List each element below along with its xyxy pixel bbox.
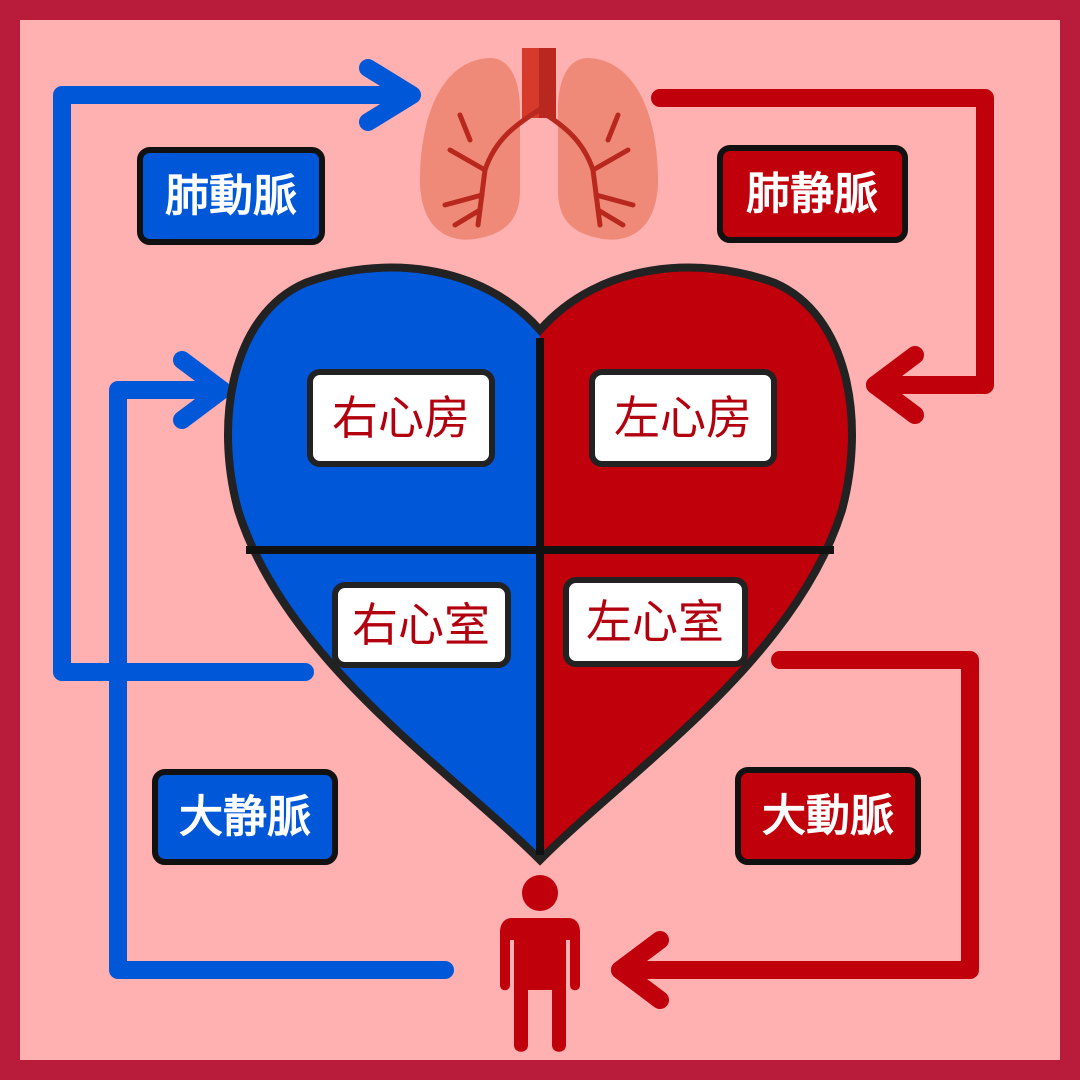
- left-atrium-text: 左心房: [614, 391, 752, 445]
- right-atrium-text: 右心房: [332, 391, 470, 445]
- arrowhead-to-body: [611, 931, 669, 1009]
- label-left-atrium: 左心房: [589, 369, 777, 467]
- label-aorta: 大動脈: [735, 767, 921, 865]
- label-vena-cava: 大静脈: [152, 769, 338, 865]
- aorta-arrow: [611, 651, 979, 979]
- left-ventricle-text: 左心室: [586, 595, 724, 649]
- label-right-atrium: 右心房: [307, 369, 495, 467]
- pulmonary-artery-text: 肺動脈: [165, 171, 297, 222]
- vena-cava-text: 大静脈: [179, 792, 311, 843]
- vena-cava-arrow: [109, 381, 454, 979]
- aorta-text: 大動脈: [762, 791, 894, 842]
- heart: [228, 268, 852, 860]
- arrowhead-to-lungs: [359, 59, 421, 131]
- label-left-ventricle: 左心室: [563, 577, 748, 667]
- person-icon: [500, 875, 580, 1052]
- label-pulmonary-vein: 肺静脈: [717, 145, 908, 243]
- arrowhead-to-right-atrium: [173, 351, 231, 429]
- label-pulmonary-artery: 肺動脈: [137, 147, 325, 245]
- arrowhead-to-left-atrium: [866, 346, 924, 424]
- lungs-icon: [420, 48, 658, 240]
- right-ventricle-text: 右心室: [352, 598, 490, 652]
- pulmonary-artery-arrow: [53, 86, 419, 681]
- pulmonary-vein-arrow: [651, 89, 994, 394]
- label-right-ventricle: 右心室: [332, 582, 511, 668]
- pulmonary-vein-text: 肺静脈: [746, 169, 878, 220]
